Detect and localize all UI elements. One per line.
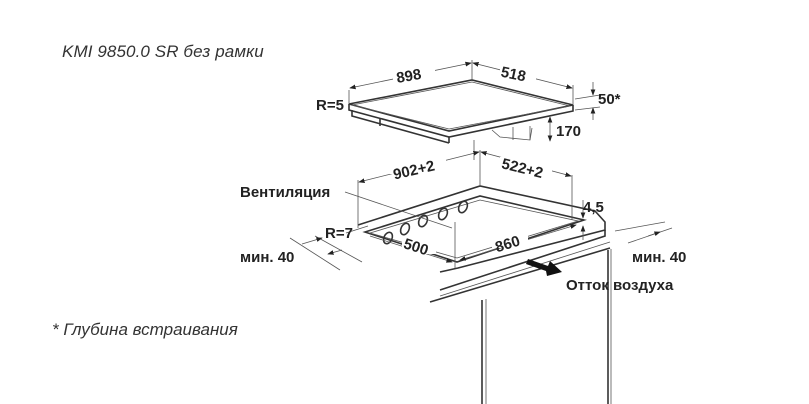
- min-right-label: мин. 40: [632, 249, 686, 266]
- hob-drawing: 898 518 R=5 50* 170: [316, 60, 621, 160]
- ventilation-label: Вентиляция: [240, 184, 330, 201]
- hob-depth-label: 518: [499, 64, 527, 86]
- airflow-label: Отток воздуха: [566, 277, 674, 294]
- ventilation-holes: [382, 200, 469, 245]
- min-left-label: мин. 40: [240, 249, 294, 266]
- cutout-radius-label: R=7: [325, 225, 353, 242]
- hob-height-label: 50*: [598, 91, 621, 108]
- hob-width-label: 898: [395, 66, 423, 87]
- footnote-depth: * Глубина встраивания: [52, 320, 238, 339]
- airflow-arrow-icon: [526, 259, 562, 276]
- hob-radius-label: R=5: [316, 97, 344, 114]
- model-title: KMI 9850.0 SR без рамки: [62, 42, 264, 61]
- inner-width-label: 860: [493, 233, 522, 257]
- cutout-drawing: 902+2 522+2 4,5 500 860 Вентиляция R=7 м…: [240, 150, 686, 404]
- inner-depth-label: 500: [401, 235, 430, 259]
- recess-label: 4,5: [583, 199, 604, 216]
- hob-body-height-label: 170: [556, 123, 581, 140]
